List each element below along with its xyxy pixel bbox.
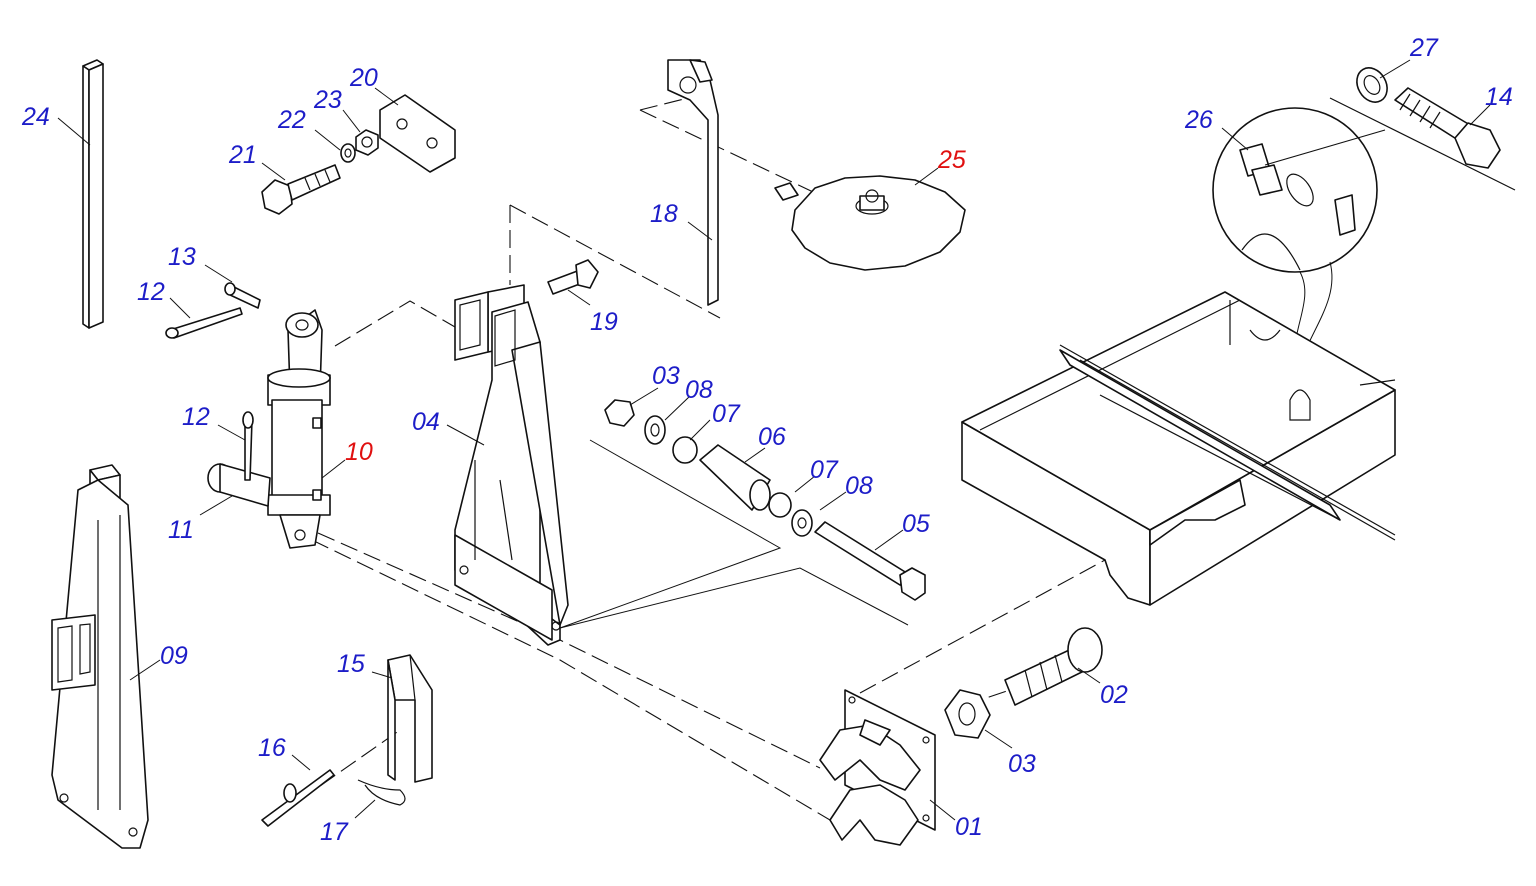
part-08-washer-left	[644, 415, 666, 445]
label-02: 02	[1100, 681, 1128, 709]
part-22-washer	[340, 143, 356, 163]
label-20: 20	[349, 64, 378, 92]
part-06-sleeve	[699, 444, 771, 511]
label-03-upper: 03	[652, 362, 680, 390]
label-21: 21	[228, 141, 257, 169]
label-12-lower: 12	[182, 403, 210, 431]
part-05-bolt	[814, 521, 926, 601]
label-23: 23	[313, 86, 342, 114]
part-12-cotter-pin-upper	[165, 307, 243, 339]
label-07-right: 07	[810, 456, 839, 484]
part-03-nut-lower	[944, 689, 991, 739]
part-15-bracket	[387, 654, 433, 783]
label-25: 25	[937, 146, 966, 174]
label-26: 26	[1184, 106, 1213, 134]
part-21-bolt	[261, 164, 341, 215]
part-20-plate	[379, 94, 456, 173]
label-leaders	[57, 59, 1491, 821]
label-19: 19	[590, 308, 618, 336]
label-24: 24	[21, 103, 50, 131]
label-04: 04	[412, 408, 440, 436]
part-12-cotter-pin-lower	[242, 411, 254, 481]
part-11-pin	[207, 463, 271, 507]
part-07-bushing-right	[768, 492, 792, 518]
label-27: 27	[1409, 34, 1439, 62]
label-03-lower: 03	[1008, 750, 1036, 778]
label-17: 17	[320, 818, 349, 846]
part-10-cylinder	[267, 309, 331, 549]
label-06: 06	[758, 423, 786, 451]
part-08-washer-right	[791, 509, 813, 537]
detail-circle	[1212, 107, 1386, 371]
part-13-pin	[224, 282, 261, 309]
chassis-frame	[961, 291, 1396, 606]
label-08-left: 08	[685, 376, 713, 404]
part-14-bolt	[1329, 87, 1516, 191]
part-25-disc	[774, 175, 966, 271]
leader-lines	[559, 439, 909, 629]
part-09-stand	[51, 464, 149, 849]
part-04-a-frame	[454, 284, 569, 646]
part-16-pin	[261, 769, 335, 827]
label-22: 22	[277, 106, 306, 134]
label-10: 10	[345, 438, 373, 466]
label-18: 18	[650, 200, 678, 228]
part-23-nut	[355, 129, 379, 156]
label-07-left: 07	[712, 400, 741, 428]
part-01-bracket	[819, 689, 936, 846]
part-27-washer	[1356, 67, 1388, 103]
part-24-square-post	[82, 59, 104, 329]
callout-labels: 24 21 22 23 20 18 25 27 14 26 13 12 19 1…	[21, 34, 1513, 846]
label-01: 01	[955, 813, 983, 841]
label-16: 16	[258, 734, 286, 762]
part-18-arm	[667, 59, 719, 306]
label-11: 11	[168, 516, 194, 544]
part-19-bolt	[547, 259, 599, 295]
label-05: 05	[902, 510, 930, 538]
label-14: 14	[1485, 83, 1513, 111]
label-12-upper: 12	[137, 278, 165, 306]
part-03-nut-upper	[604, 399, 635, 427]
part-02-bolt	[1004, 627, 1103, 706]
label-15: 15	[337, 650, 365, 678]
label-09: 09	[160, 642, 188, 670]
part-07-bushing-left	[672, 436, 698, 464]
label-08-right: 08	[845, 472, 873, 500]
part-17-clip	[357, 779, 406, 806]
label-13: 13	[168, 243, 196, 271]
